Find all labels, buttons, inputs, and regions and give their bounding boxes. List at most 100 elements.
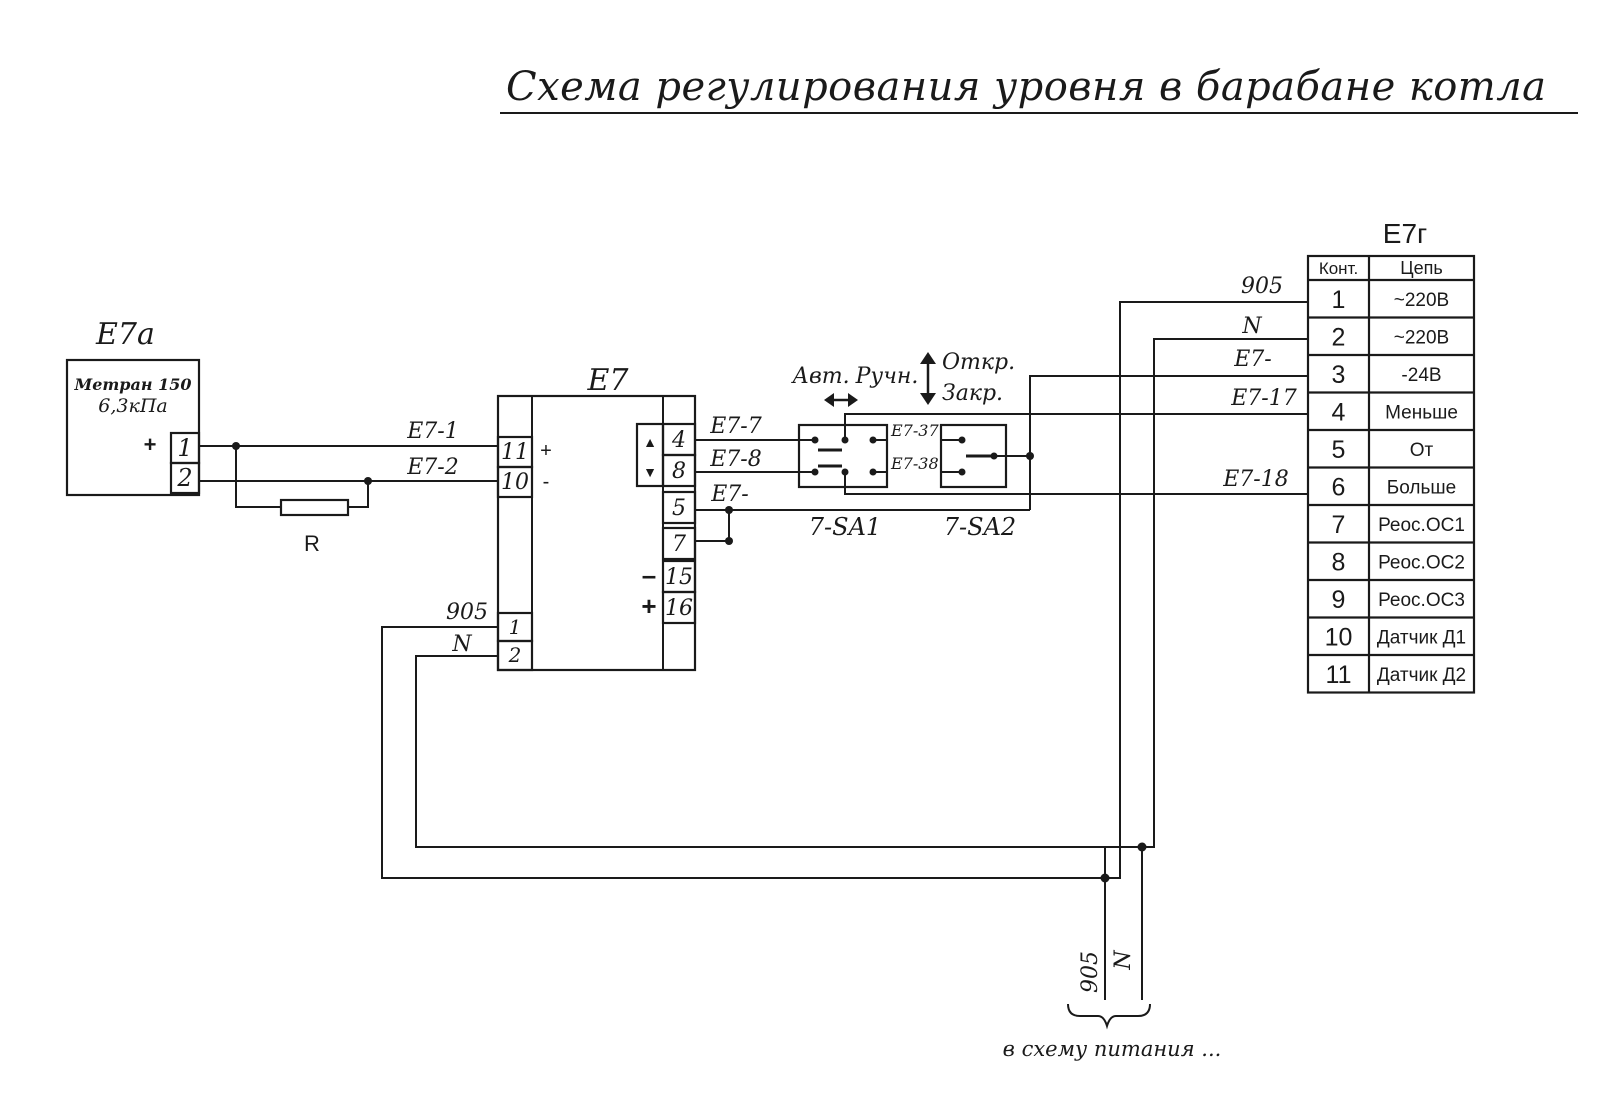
- wire-n: [415, 655, 1142, 848]
- junction-dot: [1137, 842, 1147, 852]
- controller-pin-5: [661, 490, 697, 525]
- arrow-up-icon: ▲: [643, 434, 657, 450]
- terminal-block-frame: [1306, 254, 1476, 694]
- controller-pin-4-label: 4: [671, 428, 686, 453]
- junction-dot: [725, 537, 733, 545]
- controller-power-pin-1-label: 1: [509, 615, 522, 639]
- sensor-plus-sign: +: [144, 432, 157, 457]
- sensor-box: [65, 358, 201, 497]
- wire-905-right: [1105, 301, 1308, 879]
- wire-e7-17-right-label: E7-17: [1230, 386, 1296, 411]
- terminal-row-circuit: Меньше: [1385, 402, 1458, 423]
- controller-name: E7: [587, 363, 630, 398]
- wire-e7-18-right-label: E7-18: [1222, 467, 1288, 492]
- sensor-pin-2-label: 2: [176, 464, 192, 492]
- terminal-row-circuit: Датчик Д2: [1377, 665, 1466, 686]
- controller-minus-sign: –: [642, 560, 656, 590]
- footnote: в схему питания ...: [1003, 1037, 1222, 1061]
- wire-e7-7-label: E7-7: [709, 414, 762, 439]
- junction-dot: [1100, 873, 1110, 883]
- terminal-row-circuit: ~220В: [1394, 290, 1449, 311]
- controller-input-plus: +: [540, 440, 552, 462]
- terminal-row-contact: 3: [1332, 361, 1346, 389]
- wire-e7-minus-label: E7-: [710, 482, 749, 507]
- sensor-model: Метран 150: [73, 375, 191, 394]
- terminal-row-contact: 2: [1332, 323, 1346, 351]
- terminal-row-circuit: Реос.ОС1: [1378, 515, 1465, 536]
- terminal-row-contact: 6: [1332, 473, 1346, 501]
- controller-pin-16: [661, 590, 697, 625]
- controller-pin-8: [661, 453, 697, 488]
- wire-e7-1-label: E7-1: [406, 419, 459, 444]
- terminal-row-contact: 11: [1326, 661, 1352, 689]
- terminal-row-contact: 4: [1332, 398, 1346, 426]
- wire-905-label: 905: [446, 600, 488, 625]
- sensor-name: E7a: [95, 317, 155, 352]
- terminal-row-contact: 1: [1332, 286, 1346, 314]
- wire-e7-minus-right-label: E7-: [1233, 347, 1272, 372]
- resistor-label: R: [304, 531, 320, 556]
- switch-sa2-contacts: [941, 436, 1030, 476]
- controller-pin-7-label: 7: [672, 532, 686, 557]
- terminal-block-name: E7г: [1383, 218, 1427, 249]
- wire-e7-38-label: E7-38: [890, 454, 939, 473]
- sensor-pin-2: [169, 461, 201, 495]
- wire-905-bottom-label: 905: [1078, 951, 1103, 993]
- wire-pin7-jumper: [695, 510, 730, 542]
- left-right-arrow-icon: [824, 393, 858, 407]
- terminal-row-contact: 7: [1332, 511, 1346, 539]
- terminal-row-circuit: Датчик Д1: [1377, 627, 1466, 648]
- sensor-range: 6,3кПа: [98, 395, 167, 417]
- controller-pin-15-label: 15: [665, 565, 693, 590]
- wire-e7-37-label: E7-37: [890, 421, 939, 440]
- switch-sa1-contacts: [811, 413, 1255, 495]
- terminal-row-circuit: Реос.ОС3: [1378, 590, 1465, 611]
- controller-pin-7: [661, 526, 697, 561]
- junction-dot: [725, 506, 733, 514]
- terminal-row-contact: 10: [1325, 623, 1353, 651]
- sensor-pin-1-label: 1: [177, 434, 192, 462]
- up-down-arrow-icon: [920, 352, 936, 405]
- wire-e7-8-label: E7-8: [709, 447, 762, 472]
- switch-sa1-box: [797, 423, 889, 489]
- wire-n-right-label: N: [1241, 314, 1262, 339]
- wire-905-right-label: 905: [1241, 274, 1283, 299]
- terminal-row-contact: 9: [1332, 586, 1346, 614]
- diagram-title: Схема регулирования уровня в барабане ко…: [506, 64, 1546, 110]
- terminal-row-circuit: От: [1410, 440, 1434, 461]
- terminal-row-circuit: Реос.ОС2: [1378, 552, 1465, 573]
- wire-905: [381, 626, 1105, 879]
- terminal-row-contact: 8: [1332, 548, 1346, 576]
- controller-power-pin-2-label: 2: [508, 643, 522, 667]
- terminal-header-contact: Конт.: [1319, 259, 1358, 278]
- brace-icon: [1067, 1003, 1151, 1030]
- wire-n-right: [1142, 338, 1308, 848]
- terminal-header-circuit: Цепь: [1400, 258, 1442, 278]
- controller-pin-8-label: 8: [672, 459, 686, 484]
- switch-otkr-label: Откр.: [942, 350, 1015, 375]
- controller-input-minus: -: [543, 471, 550, 493]
- arrow-down-icon: ▼: [643, 464, 657, 480]
- wire-n-bottom-label: N: [1111, 950, 1136, 971]
- wire-e7-2-label: E7-2: [406, 455, 459, 480]
- terminal-row-circuit: -24В: [1401, 365, 1441, 386]
- switch-sa1-label: 7-SA1: [809, 513, 881, 541]
- resistor-wire: [348, 481, 369, 508]
- resistor-wire: [235, 446, 281, 508]
- controller-pin-11-label: 11: [501, 440, 529, 465]
- controller-pin-5-label: 5: [672, 496, 686, 521]
- controller-pin-10: [496, 465, 534, 499]
- resistor-r: [279, 498, 350, 517]
- controller-plus-sign: +: [641, 591, 656, 621]
- terminal-row-circuit: ~220В: [1394, 327, 1449, 348]
- terminal-row-contact: 5: [1332, 436, 1346, 464]
- terminal-row-circuit: Больше: [1387, 477, 1456, 498]
- switch-ruchn-label: Ручн.: [855, 364, 919, 389]
- switch-zakr-label: Закр.: [942, 381, 1003, 406]
- controller-pin-10-label: 10: [501, 470, 529, 495]
- controller-pin-16-label: 16: [665, 596, 693, 621]
- wire-24v-riser: [1029, 375, 1308, 510]
- wire-n-label: N: [451, 632, 472, 657]
- switch-sa2-label: 7-SA2: [944, 513, 1016, 541]
